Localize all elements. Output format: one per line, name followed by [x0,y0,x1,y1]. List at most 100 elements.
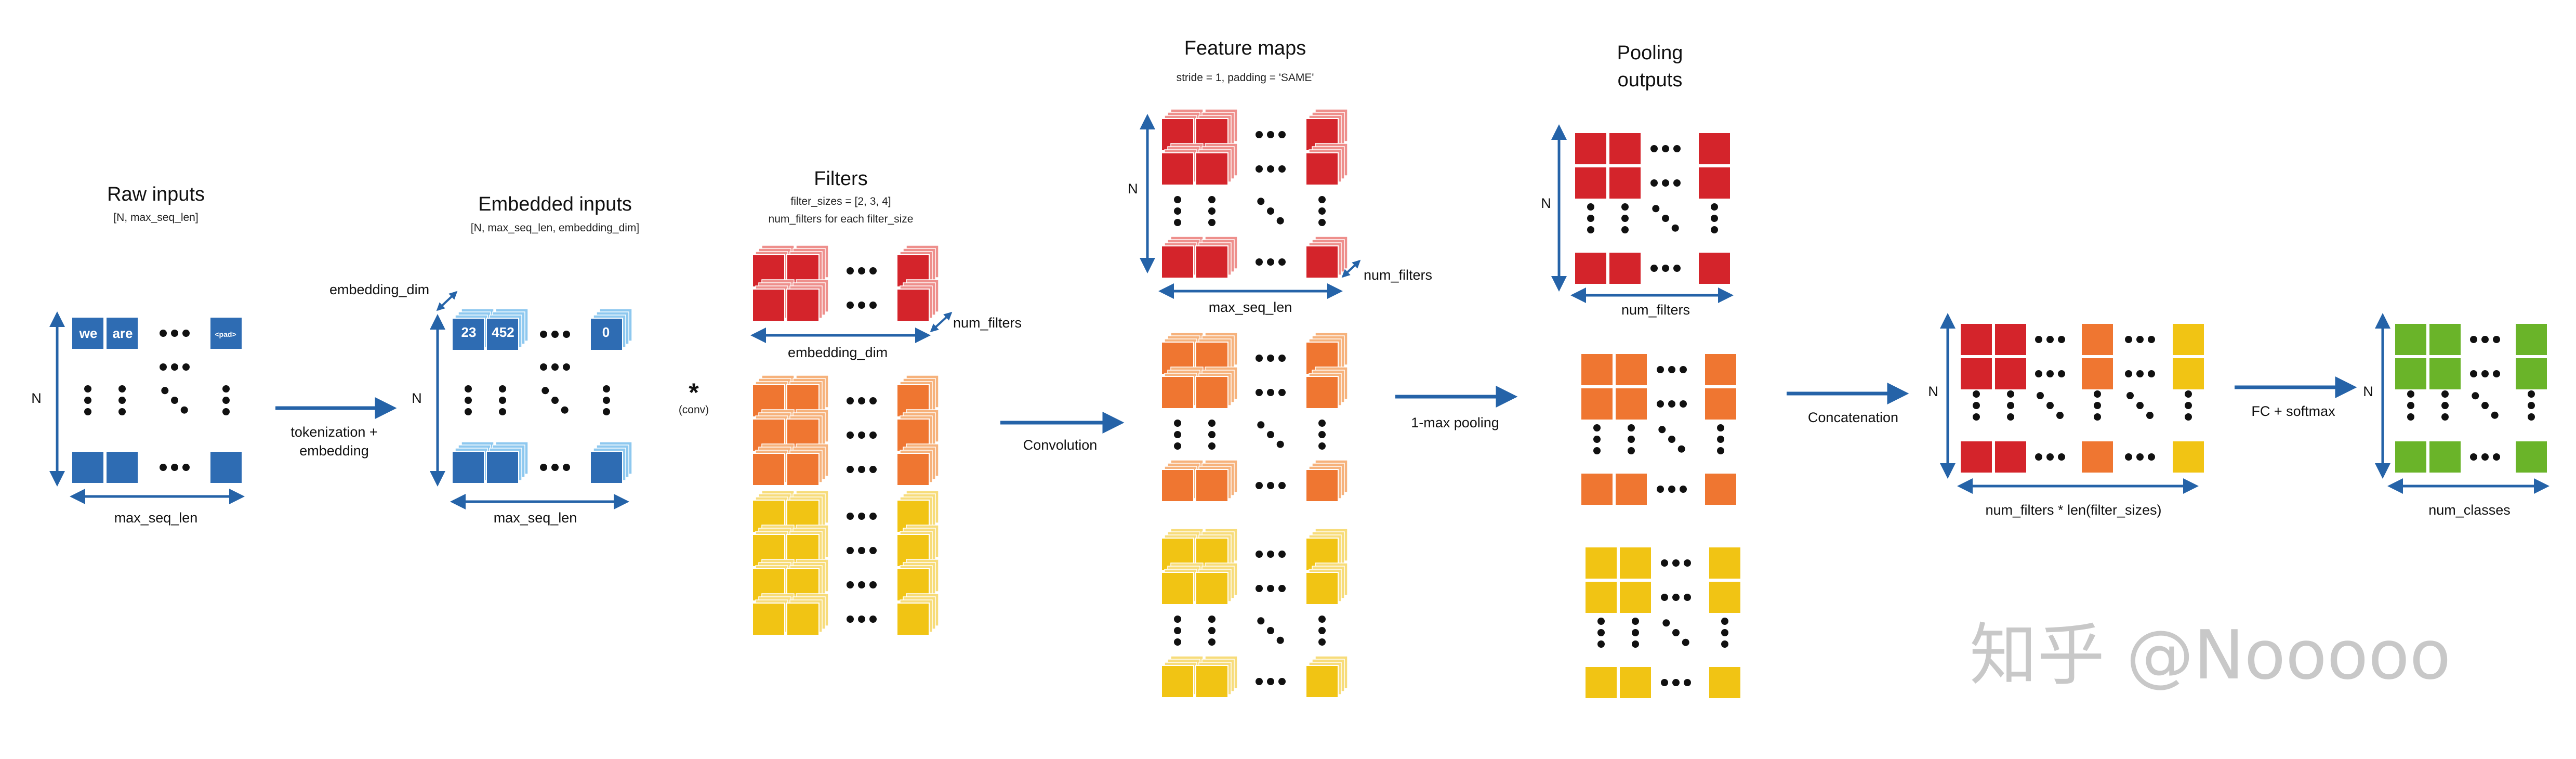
tokenization-step: tokenization + embedding [275,397,397,459]
matrix-cell [1305,152,1339,186]
matrix-cell [1580,353,1614,386]
embedding-dim-arrow [436,291,458,311]
conv-star: * [689,378,699,407]
conv-operator: * (conv) [679,378,709,416]
matrix-cell [1608,132,1642,165]
matrix-cell [2081,440,2114,474]
ellipsis-dot [84,385,91,392]
matrix-cell [1195,665,1228,698]
ellipsis-dot [1318,431,1326,438]
ellipsis-dot [1278,482,1286,489]
matrix-cell [1608,166,1642,200]
ellipsis-dot [869,302,877,309]
ellipsis-dot [2470,370,2477,377]
ellipsis-dot [465,397,472,404]
ellipsis-dot [2136,402,2144,409]
matrix-cell [786,603,820,636]
matrix-cell [1195,152,1228,186]
ellipsis-dot [2125,370,2132,377]
ellipsis-dot [1662,179,1669,187]
matrix-cell [1994,357,2027,390]
ellipsis-dot [1662,619,1670,627]
ellipsis-dot [1680,486,1687,493]
matrix-cell [1615,473,1648,506]
out-col-label: num_classes [2428,502,2511,518]
ellipsis-dot [1587,215,1594,222]
ellipsis-dot [1711,215,1718,222]
ellipsis-dot [1257,617,1265,625]
ellipsis-dot [1973,413,1980,421]
filters-depth-arrow [930,311,953,333]
matrix-cell [486,318,519,351]
ellipsis-dot [540,331,547,338]
ellipsis-dot [1267,131,1274,138]
embedding-id-23: 23 [461,324,477,340]
matrix-cell [1580,387,1614,421]
matrix-cell [1960,440,1993,474]
matrix-cell [786,453,820,486]
ellipsis-dot [2470,453,2477,461]
ellipsis-dot [1721,640,1728,648]
embedded-inputs-subtitle: [N, max_seq_len, embedding_dim] [471,222,640,234]
ellipsis-dot [182,363,190,371]
matrix-cell [2428,357,2462,390]
ellipsis-dot [1208,431,1216,438]
ellipsis-dot [2481,402,2489,409]
ellipsis-dot [1973,402,1980,409]
ellipsis-dot [2126,392,2134,399]
ellipsis-dot [2094,402,2101,409]
matrix-cell [1161,376,1194,409]
ellipsis-dot [1671,224,1679,232]
embedded-inputs-matrix [452,308,632,484]
matrix-cell [2515,357,2548,390]
fm-depth-arrow [1341,259,1361,278]
ellipsis-dot [1276,636,1284,644]
ellipsis-dot [1267,355,1274,362]
ellipsis-dot [1256,678,1263,685]
ellipsis-dot [869,513,877,520]
ellipsis-dot [180,406,188,414]
ellipsis-dot [2493,453,2500,461]
ellipsis-dot [603,385,610,392]
ellipsis-dot [1597,618,1605,625]
ellipsis-dot [858,302,865,309]
ellipsis-dot [2136,370,2144,377]
raw-inputs-panel: Raw inputs [N, max_seq_len] we are <pad>… [31,184,245,526]
ellipsis-dot [1318,638,1326,646]
raw-token-cells: we are <pad> [79,325,236,341]
pooling-outputs-matrices [1574,132,1741,699]
ellipsis-dot [1318,207,1326,215]
matrix-cell [1574,166,1607,200]
matrix-cell [1994,323,2027,356]
ellipsis-dot [1593,436,1601,443]
ellipsis-dot [1684,594,1691,601]
matrix-cell [896,453,930,486]
matrix-cell [1195,469,1228,502]
ellipsis-dot [118,385,126,392]
ellipsis-dot [2470,336,2477,343]
matrix-cell [2172,323,2205,356]
ellipsis-dot [869,547,877,554]
ellipsis-dot [1256,258,1263,266]
ellipsis-dot [858,431,865,439]
ellipsis-dot [2481,453,2489,461]
ellipsis-dot [847,466,854,473]
matrix-cell [1704,387,1737,421]
raw-inputs-subtitle: [N, max_seq_len] [113,212,198,224]
matrix-cell [452,318,485,351]
embedding-id-cells: 23 452 0 [461,324,610,340]
ellipsis-dot [1652,205,1660,213]
token-are: are [112,325,133,341]
ellipsis-dot [847,302,854,309]
fc-step: FC + softmax [2235,376,2357,419]
ellipsis-dot [847,267,854,274]
fm-col-label: max_seq_len [1209,299,1292,315]
ellipsis-dot [1587,203,1594,211]
ellipsis-dot [1278,258,1286,266]
matrix-cell [752,603,785,636]
emb-col-label: max_seq_len [494,510,577,526]
ellipsis-dot [1208,420,1216,427]
ellipsis-dot [1621,203,1629,211]
concatenated-matrix [1960,323,2205,474]
ellipsis-dot [499,385,506,392]
